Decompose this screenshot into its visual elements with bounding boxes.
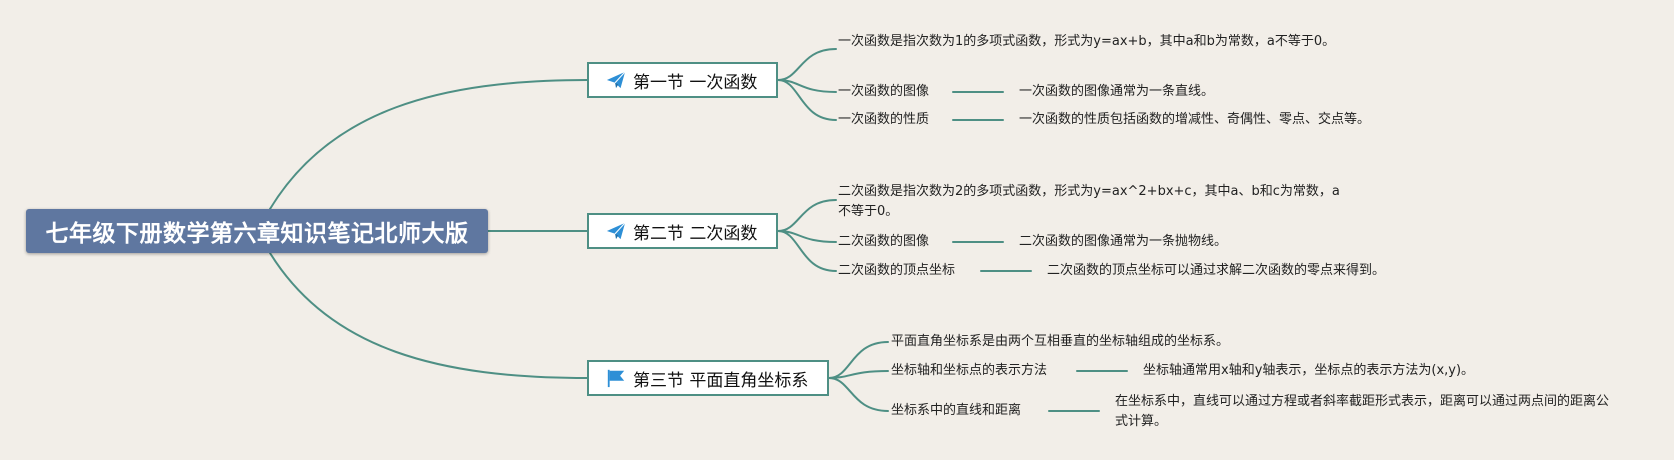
paper-plane-icon xyxy=(605,70,627,90)
section-title-1: 第一节 一次函数 xyxy=(633,72,758,93)
edge-root-section-1 xyxy=(269,79,588,210)
section-3-item-2-detail: 坐标轴通常用x轴和y轴表示，坐标点的表示方法为(x,y)。 xyxy=(1143,363,1475,378)
section-2-item-2-detail: 二次函数的图像通常为一条抛物线。 xyxy=(1019,234,1228,249)
section-2-item-1-text: 二次函数是指次数为2的多项式函数，形式为y=ax^2+bx+c，其中a、b和c为… xyxy=(838,184,1340,219)
section-node-2[interactable]: 第二节 二次函数 xyxy=(587,213,778,249)
section-3-item-2-label: 坐标轴和坐标点的表示方法 xyxy=(891,363,1048,378)
section-node-3[interactable]: 第三节 平面直角坐标系 xyxy=(587,360,829,396)
edge-section-2-item-1 xyxy=(777,199,837,232)
edge-section-2-item-3 xyxy=(777,230,837,272)
section-1-item-3-detail: 一次函数的性质包括函数的增减性、奇偶性、零点、交点等。 xyxy=(1019,112,1371,127)
paper-plane-icon xyxy=(605,221,627,241)
root-title: 七年级下册数学第六章知识笔记北师大版 xyxy=(45,221,469,247)
section-3-item-1-text: 平面直角坐标系是由两个互相垂直的坐标轴组成的坐标系。 xyxy=(891,334,1230,349)
root-node[interactable]: 七年级下册数学第六章知识笔记北师大版 xyxy=(26,209,488,253)
section-title-3: 第三节 平面直角坐标系 xyxy=(633,370,809,391)
edge-section-1-item-3 xyxy=(777,79,837,121)
edge-section-3-item-2 xyxy=(828,370,889,379)
section-1-item-2-detail: 一次函数的图像通常为一条直线。 xyxy=(1019,84,1215,99)
section-1-item-2-label: 一次函数的图像 xyxy=(838,84,930,99)
edge-section-3-item-3 xyxy=(828,377,889,412)
section-node-1[interactable]: 第一节 一次函数 xyxy=(587,62,778,98)
section-1-item-1-text: 一次函数是指次数为1的多项式函数，形式为y=ax+b，其中a和b为常数，a不等于… xyxy=(838,34,1336,49)
edge-section-1-item-1 xyxy=(777,48,837,81)
section-2-item-3-detail: 二次函数的顶点坐标可以通过求解二次函数的零点来得到。 xyxy=(1047,263,1386,278)
section-3-item-3-detail: 在坐标系中，直线可以通过方程或者斜率截距形式表示，距离可以通过两点间的距离公式计… xyxy=(1115,394,1610,429)
section-3-item-3-label: 坐标系中的直线和距离 xyxy=(891,403,1022,418)
flag-icon xyxy=(605,368,627,388)
section-2-item-2-label: 二次函数的图像 xyxy=(838,234,930,249)
section-title-2: 第二节 二次函数 xyxy=(633,223,758,244)
section-1-item-3-label: 一次函数的性质 xyxy=(838,112,930,127)
edge-root-section-3 xyxy=(269,252,588,379)
section-2-item-3-label: 二次函数的顶点坐标 xyxy=(838,263,956,278)
